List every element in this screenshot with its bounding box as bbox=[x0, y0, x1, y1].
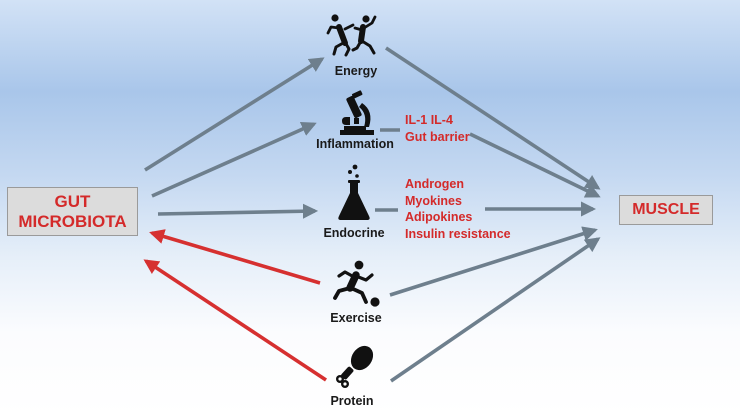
microscope-icon bbox=[340, 90, 374, 135]
mediator-insulin-resistance: Insulin resistance bbox=[405, 226, 511, 241]
arrow-gut-to-inflammation bbox=[151, 122, 317, 198]
gut-microbiota-box: GUT MICROBIOTA bbox=[7, 187, 138, 236]
gut-box-line1: GUT bbox=[54, 191, 91, 211]
energy-label: Energy bbox=[334, 64, 378, 78]
chicken-leg-icon bbox=[336, 345, 374, 388]
mediator-adipokines: Adipokines bbox=[405, 210, 473, 224]
endocrine-mediators: Androgen Myokines Adipokines Insulin res… bbox=[405, 176, 511, 242]
mediator-myokines: Myokines bbox=[405, 193, 462, 208]
mediator-il1-il4: IL-1 IL-4 bbox=[405, 113, 453, 127]
inflammation-mediators: IL-1 IL-4 Gut barrier bbox=[405, 112, 470, 145]
muscle-box: MUSCLE bbox=[619, 195, 713, 225]
arrow-energy-to-muscle bbox=[385, 46, 601, 190]
arrow-exercise-to-muscle bbox=[389, 226, 598, 297]
protein-label: Protein bbox=[330, 394, 374, 408]
arrow-inflammation-to-muscle bbox=[469, 132, 601, 198]
arrow-protein-to-muscle bbox=[389, 237, 601, 383]
mediator-androgen: Androgen bbox=[405, 177, 465, 191]
muscle-box-label: MUSCLE bbox=[632, 200, 700, 218]
endocrine-label: Endocrine bbox=[323, 226, 385, 240]
arrow-gut-to-endocrine bbox=[157, 203, 319, 219]
arrow-gut-to-energy bbox=[144, 57, 325, 172]
arrow-exercise-to-gut bbox=[149, 229, 321, 285]
mediator-gut-barrier: Gut barrier bbox=[405, 129, 470, 144]
dancing-people-icon bbox=[326, 14, 377, 57]
flask-icon bbox=[338, 164, 370, 220]
inflammation-label: Inflammation bbox=[316, 137, 394, 151]
soccer-player-icon bbox=[333, 260, 380, 307]
gut-box-line2: MICROBIOTA bbox=[18, 211, 127, 231]
exercise-label: Exercise bbox=[330, 311, 382, 325]
arrow-protein-to-gut bbox=[143, 259, 327, 382]
